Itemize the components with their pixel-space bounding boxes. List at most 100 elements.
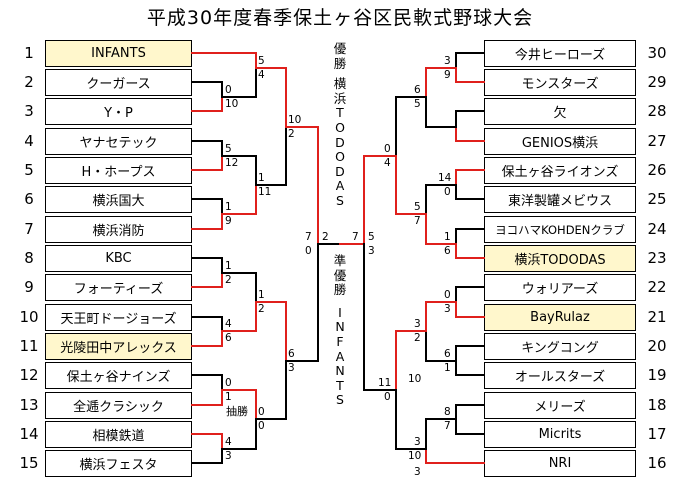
bracket-line (221, 389, 257, 420)
bracket-line (455, 169, 485, 186)
score-label: 7 (414, 215, 421, 227)
score-label: 1 (225, 201, 232, 213)
page-title: 平成30年度春季保土ヶ谷区民軟式野球大会 (146, 7, 534, 29)
bracket-line (191, 257, 223, 274)
score-label: 0 (258, 420, 265, 432)
seed-number: 25 (647, 190, 667, 208)
score-label: 0 (225, 377, 232, 389)
team-box[interactable]: フォーティーズ (45, 274, 192, 301)
seed-number: 2 (24, 73, 34, 91)
bracket-line (425, 213, 457, 245)
team-box[interactable]: オールスターズ (484, 362, 636, 389)
score-label: 3 (414, 466, 421, 478)
score-label: 12 (225, 157, 239, 169)
bracket-line (255, 301, 287, 362)
bracket-line (191, 96, 223, 112)
team-box[interactable]: KBC (45, 245, 192, 272)
team-box[interactable]: 全逓クラシック (45, 392, 192, 419)
team-box[interactable]: モンスターズ (484, 69, 636, 96)
team-box[interactable]: クーガース (45, 69, 192, 96)
score-label: 3 (368, 245, 375, 257)
team-box[interactable]: 保土ヶ谷ライオンズ (484, 157, 636, 184)
seed-number: 30 (647, 44, 667, 62)
score-label: 3 (288, 362, 295, 374)
team-box[interactable]: NRI (484, 450, 636, 477)
seed-number: 8 (24, 249, 34, 267)
score-label: 6 (414, 84, 421, 96)
bracket-line (191, 140, 223, 157)
score-label: 5 (368, 231, 375, 243)
bracket-line (221, 272, 257, 303)
team-box[interactable]: GENIOS横浜 (484, 128, 636, 155)
team-box[interactable]: ヨコハマKOHDENクラブ (484, 216, 636, 243)
team-box[interactable]: メリーズ (484, 392, 636, 419)
team-box[interactable]: 今井ヒーローズ (484, 40, 636, 67)
score-label: 0 (444, 186, 451, 198)
bracket-line (363, 243, 397, 391)
team-box[interactable]: 保土ヶ谷ナインズ (45, 362, 192, 389)
score-label: 1 (225, 391, 232, 403)
bracket-line (191, 213, 223, 230)
seed-number: 13 (19, 396, 39, 414)
team-box[interactable]: 光陵田中アレックス (45, 333, 192, 360)
bracket-line (455, 126, 485, 142)
team-box[interactable]: ウォリアーズ (484, 274, 636, 301)
score-label: 9 (225, 215, 232, 227)
seed-number: 10 (19, 308, 39, 326)
seed-number: 26 (647, 161, 667, 179)
bracket-line (455, 52, 485, 69)
score-label: 5 (225, 143, 232, 155)
score-label: 11 (378, 377, 392, 389)
seed-number: 21 (647, 308, 667, 326)
seed-number: 29 (647, 73, 667, 91)
team-box[interactable]: INFANTS (45, 40, 192, 67)
seed-number: 20 (647, 337, 667, 355)
score-label: 7 (305, 231, 312, 243)
team-box[interactable]: Micrits (484, 421, 636, 448)
team-box[interactable]: 相模鉄道 (45, 421, 192, 448)
score-label: 0 (384, 143, 391, 155)
seed-number: 18 (647, 396, 667, 414)
score-label: 5 (414, 201, 421, 213)
score-label: 0 (258, 406, 265, 418)
seed-number: 28 (647, 102, 667, 120)
score-label: 1 (258, 289, 265, 301)
team-box[interactable]: 横浜国大 (45, 186, 192, 213)
score-label: 0 (225, 84, 232, 96)
bracket-line (285, 126, 319, 245)
team-box[interactable]: H・ホープス (45, 157, 192, 184)
seed-number: 4 (24, 132, 34, 150)
team-box[interactable]: 東洋製罐メビウス (484, 186, 636, 213)
special-result-label: 抽勝 (226, 405, 248, 418)
score-label: 9 (444, 69, 451, 81)
bracket-line (255, 67, 287, 128)
bracket-line (395, 155, 427, 215)
score-label: 2 (288, 128, 295, 140)
seed-number: 9 (24, 278, 34, 296)
bracket-line (455, 228, 485, 245)
team-box[interactable]: 横浜TODODAS (484, 245, 636, 272)
score-label: 4 (258, 69, 265, 81)
score-label: 4 (225, 318, 232, 330)
score-label: 3 (444, 303, 451, 315)
score-label: 5 (258, 55, 265, 67)
team-box[interactable]: 欠 (484, 98, 636, 125)
team-box[interactable]: 横浜消防 (45, 216, 192, 243)
score-label: 6 (444, 348, 451, 360)
score-label: 3 (414, 318, 421, 330)
score-label: 3 (444, 55, 451, 67)
bracket-line (455, 243, 485, 259)
team-box[interactable]: 天王町ドージョーズ (45, 304, 192, 331)
score-label: 10 (288, 114, 302, 126)
score-label: 1 (258, 172, 265, 184)
seed-number: 5 (24, 161, 34, 179)
bracket-line (191, 155, 223, 171)
team-box[interactable]: 横浜フェスタ (45, 450, 192, 477)
bracket-line (191, 389, 223, 406)
team-box[interactable]: Y・P (45, 98, 192, 125)
runnerup-label: 準優勝 (333, 253, 347, 298)
team-box[interactable]: キングコング (484, 333, 636, 360)
score-label: 1 (444, 362, 451, 374)
